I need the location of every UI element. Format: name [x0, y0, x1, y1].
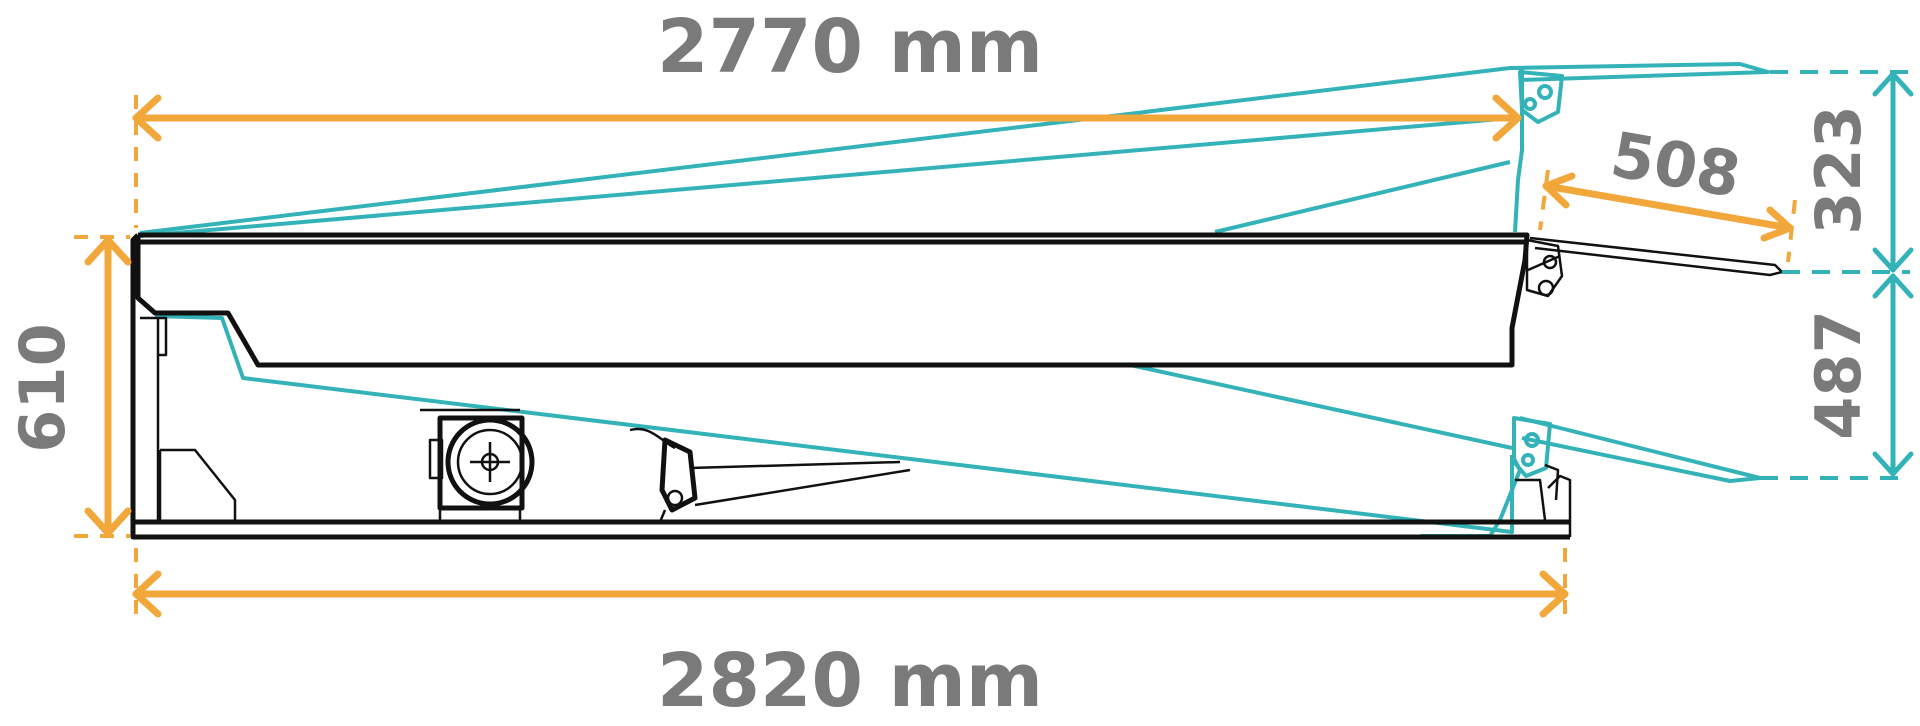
- lip-plate: [1529, 236, 1784, 277]
- lip-raise-label: 323: [1802, 105, 1875, 234]
- height-dimension: [74, 235, 132, 538]
- pit-frame: [130, 233, 1572, 540]
- lip-length-dimension: [1538, 169, 1797, 263]
- bottom-length-dimension: [132, 548, 1569, 618]
- lip-hinge: [1525, 238, 1564, 298]
- hydraulic-pump-motor: [420, 408, 535, 522]
- height-label: 610: [6, 323, 79, 452]
- top-length-label: 2770 mm: [657, 4, 1043, 90]
- lip-drop-label: 487: [1802, 310, 1875, 439]
- deck-platform: [135, 232, 1530, 368]
- top-length-dimension: [132, 94, 1522, 228]
- lip-travel-dimensions: [1760, 70, 1914, 480]
- bottom-length-label: 2820 mm: [657, 638, 1043, 724]
- lowered-platform-outline: [154, 314, 1762, 538]
- lowered-hinge-bracket: [1512, 416, 1552, 478]
- hydraulic-cylinder: [629, 427, 911, 523]
- raised-hinge-bracket: [1518, 70, 1564, 124]
